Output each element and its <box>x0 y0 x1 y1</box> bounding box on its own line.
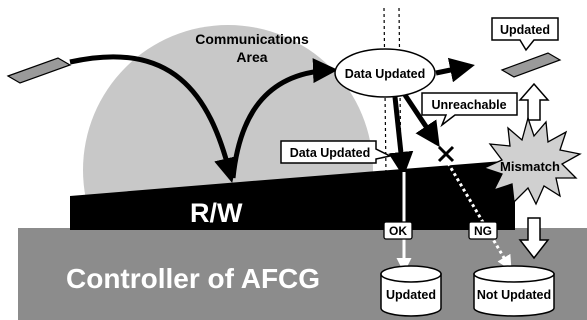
data-updated-top-label: Data Updated <box>345 67 426 81</box>
updated-top-label: Updated <box>500 23 550 37</box>
rw-label: R/W <box>190 198 243 228</box>
controller-label: Controller of AFCG <box>66 263 320 294</box>
fail-x-icon <box>437 145 455 163</box>
data-updated-callout <box>280 140 393 164</box>
hollow-down-arrow <box>518 217 550 260</box>
ng-path-arrow <box>446 162 512 271</box>
mismatch-burst <box>482 115 582 206</box>
data-updated-callout-label: Data Updated <box>290 146 371 160</box>
updated-top-callout <box>491 17 559 52</box>
communications-area-label-line2: Area <box>236 49 267 65</box>
communications-area-label-line1: Communications <box>195 31 309 47</box>
dashed-line-left <box>383 7 387 176</box>
ng-label: NG <box>474 224 492 238</box>
updated-db-label: Updated <box>386 288 436 302</box>
unreachable-label: Unreachable <box>431 98 506 112</box>
unreachable-callout <box>421 92 518 128</box>
mismatch-label: Mismatch <box>500 159 560 174</box>
data-updated-ellipse <box>334 48 436 98</box>
rw-to-data-updated-arrow <box>230 58 338 179</box>
updated-database-icon <box>380 265 442 317</box>
ng-badge <box>468 221 498 240</box>
hollow-up-arrow <box>518 82 550 121</box>
source-card-icon <box>6 57 72 84</box>
data-updated-to-card-arrow <box>435 57 475 83</box>
not-updated-database-icon <box>473 265 555 317</box>
ok-label: OK <box>389 224 407 238</box>
ellipse-to-rw-arrow <box>388 96 414 177</box>
target-card-icon <box>500 52 562 78</box>
card-to-rw-arrow <box>69 54 239 183</box>
not-updated-db-label: Not Updated <box>477 288 551 302</box>
ellipse-to-x-arrow <box>402 93 440 148</box>
ok-badge <box>383 221 413 240</box>
